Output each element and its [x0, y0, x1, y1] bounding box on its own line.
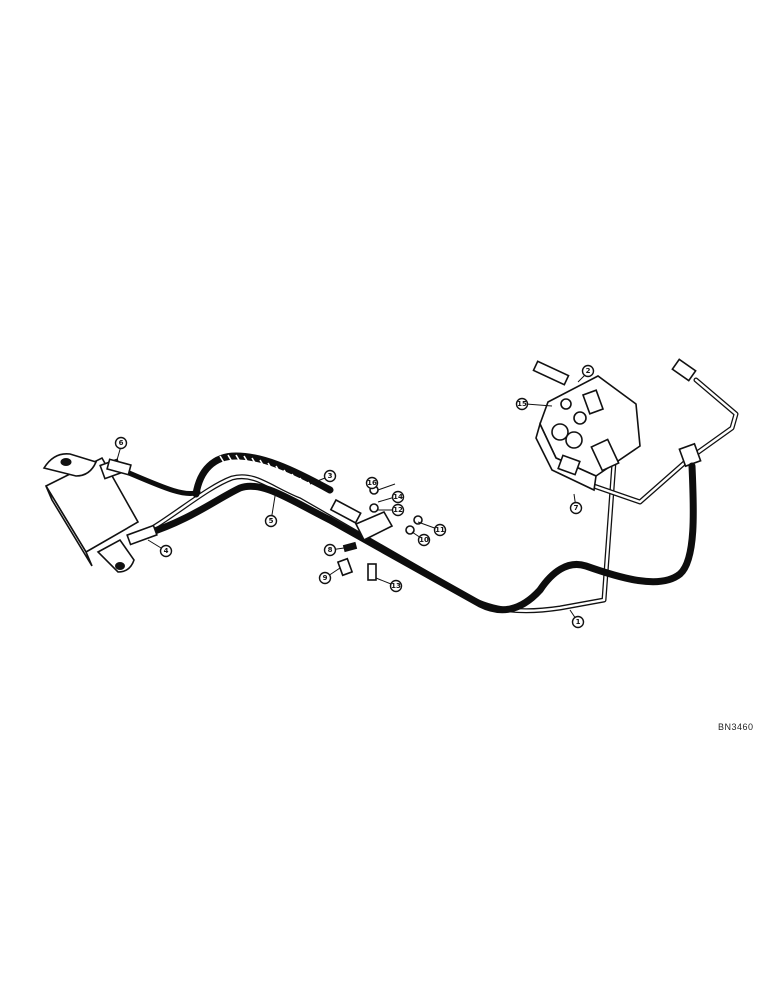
callout-16: 16 — [365, 476, 379, 490]
svg-text:15: 15 — [517, 400, 527, 408]
callout-13: 13 — [389, 579, 403, 593]
callout-1: 1 — [571, 615, 585, 629]
hose-lower — [142, 462, 697, 614]
leader-lines — [116, 373, 587, 623]
control-valve — [532, 360, 641, 492]
callout-14: 14 — [391, 490, 405, 504]
callout-8: 8 — [323, 543, 337, 557]
hose-fitting-left-lower — [126, 524, 158, 546]
svg-text:12: 12 — [393, 506, 403, 514]
svg-text:4: 4 — [164, 547, 169, 555]
hose-fitting-center — [329, 498, 362, 524]
callout-4: 4 — [159, 544, 173, 558]
callout-9: 9 — [318, 571, 332, 585]
figure-reference-code: BN3460 — [718, 722, 754, 732]
hydraulic-cylinder — [42, 452, 140, 573]
callout-15: 15 — [515, 397, 529, 411]
svg-text:3: 3 — [328, 472, 333, 480]
svg-text:16: 16 — [367, 479, 377, 487]
callout-2: 2 — [581, 364, 595, 378]
svg-text:10: 10 — [419, 536, 429, 544]
callout-10: 10 — [417, 533, 431, 547]
hose-upper — [119, 452, 334, 498]
callout-5: 5 — [264, 514, 278, 528]
svg-text:9: 9 — [323, 574, 328, 582]
callout-12: 12 — [391, 503, 405, 517]
svg-text:2: 2 — [586, 367, 591, 375]
svg-text:5: 5 — [269, 517, 274, 525]
svg-text:13: 13 — [391, 582, 401, 590]
svg-text:6: 6 — [119, 439, 124, 447]
callout-11: 11 — [433, 523, 447, 537]
steel-pipe-right — [585, 358, 739, 505]
svg-text:7: 7 — [574, 504, 579, 512]
hose-fitting-left-upper — [106, 458, 132, 476]
callout-7: 7 — [569, 501, 583, 515]
svg-text:11: 11 — [435, 526, 445, 534]
svg-text:8: 8 — [328, 546, 333, 554]
svg-text:14: 14 — [393, 493, 403, 501]
callout-3: 3 — [323, 469, 337, 483]
svg-text:1: 1 — [576, 618, 581, 626]
callout-6: 6 — [114, 436, 128, 450]
